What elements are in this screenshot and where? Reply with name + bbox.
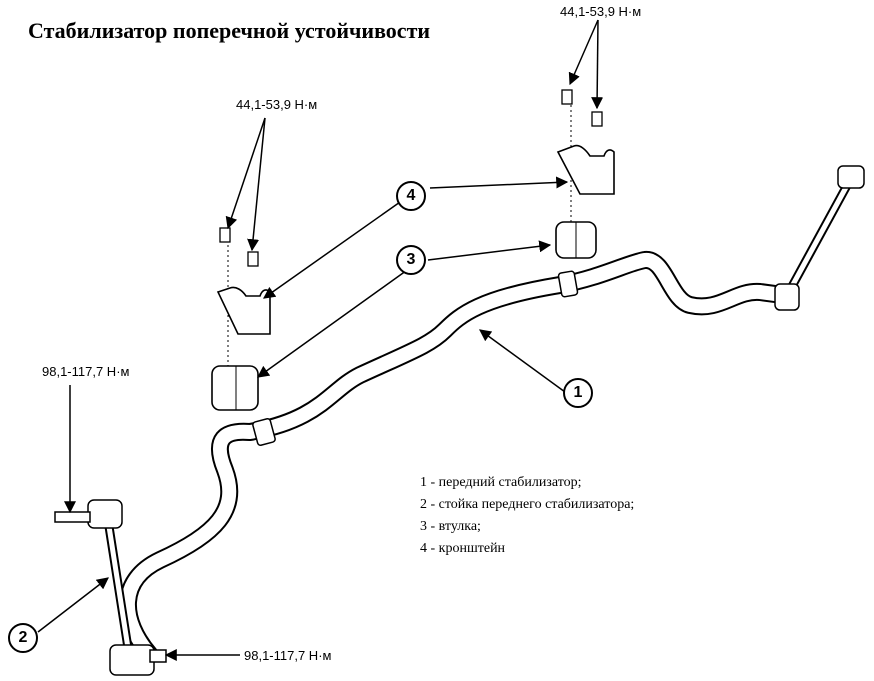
legend-item: 3 - втулка; [420,519,481,534]
callout-3: 3 [396,245,426,275]
right-bracket-assembly [555,89,615,259]
callout-2: 2 [8,623,38,653]
left-stabilizer-link [54,499,167,676]
leader-lines [37,19,604,661]
left-bracket-assembly [211,227,271,411]
legend: 1 - передний стабилизатор; 2 - стойка пе… [420,472,634,560]
torque-label-top-right: 44,1-53,9 Н·м [560,4,642,19]
callout-4: 4 [396,181,426,211]
page-title: Стабилизатор поперечной устойчивости [28,18,431,43]
right-stabilizer-link [774,165,865,311]
torque-label-left-link: 98,1-117,7 Н·м [42,364,130,379]
legend-item: 1 - передний стабилизатор; [420,475,582,490]
stabilizer-bar [119,251,799,664]
legend-item: 2 - стойка переднего стабилизатора; [420,497,635,512]
callout-1: 1 [563,378,593,408]
torque-label-top-left: 44,1-53,9 Н·м [236,97,318,112]
legend-item: 4 - кронштейн [420,541,506,556]
torque-label-bottom-link: 98,1-117,7 Н·м [244,648,332,663]
